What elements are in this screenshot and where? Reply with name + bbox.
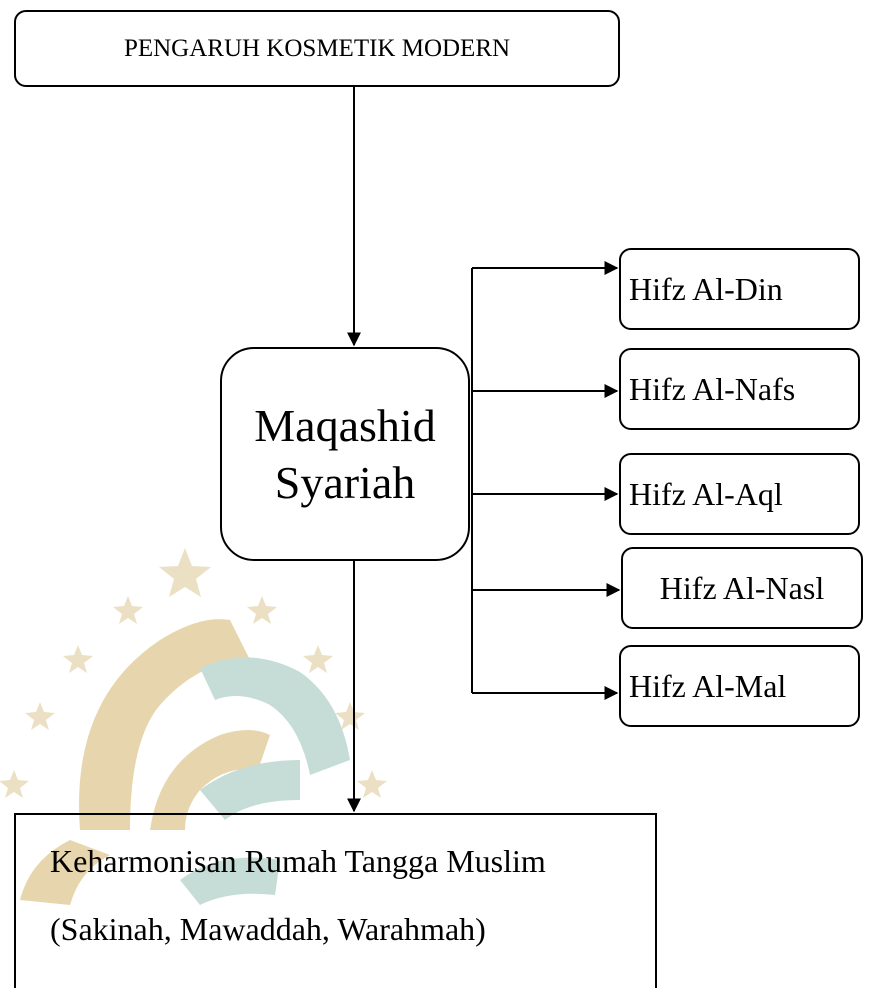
objective-box-hifz-al-nafs: Hifz Al-Nafs <box>619 348 860 430</box>
watermark-star <box>357 770 387 798</box>
watermark-star <box>303 645 333 673</box>
maqashid-syariah-box: Maqashid Syariah <box>220 347 470 561</box>
watermark-star <box>25 702 55 730</box>
influence-label: PENGARUH KOSMETIK MODERN <box>123 34 511 62</box>
maqashid-label-line1: Maqashid <box>254 399 436 451</box>
objective-box-hifz-al-din: Hifz Al-Din <box>619 248 860 330</box>
watermark-band <box>200 760 300 820</box>
watermark-arches <box>20 619 350 905</box>
watermark-star <box>335 702 365 730</box>
maqashid-label-line2: Syariah <box>274 457 416 508</box>
outcome-label-line1: Keharmonisan Rumah Tangga Muslim <box>50 843 546 879</box>
influence-box: PENGARUH KOSMETIK MODERN <box>14 10 620 87</box>
watermark-star <box>113 596 143 624</box>
watermark-base <box>20 840 110 905</box>
outcome-box: Keharmonisan Rumah Tangga Muslim (Sakina… <box>14 813 657 988</box>
watermark-inner-arch <box>150 730 270 830</box>
watermark-outer-arch <box>79 619 250 830</box>
objective-label: Hifz Al-Din <box>629 270 783 307</box>
objective-box-hifz-al-nasl: Hifz Al-Nasl <box>621 547 863 629</box>
outcome-label-line2: (Sakinah, Mawaddah, Warahmah) <box>50 911 486 947</box>
watermark-base-right <box>180 857 280 905</box>
watermark-star <box>247 596 277 624</box>
objective-box-hifz-al-mal: Hifz Al-Mal <box>619 645 860 727</box>
objective-label: Hifz Al-Aql <box>629 475 783 512</box>
watermark-star <box>159 548 211 597</box>
objective-label: Hifz Al-Nasl <box>659 569 825 606</box>
objective-label: Hifz Al-Mal <box>629 667 787 704</box>
watermark-right-arch <box>200 657 350 775</box>
watermark-stars <box>0 548 387 798</box>
watermark-star <box>63 645 93 673</box>
watermark-star <box>0 770 29 798</box>
objective-box-hifz-al-aql: Hifz Al-Aql <box>619 453 860 535</box>
objective-label: Hifz Al-Nafs <box>629 370 796 407</box>
